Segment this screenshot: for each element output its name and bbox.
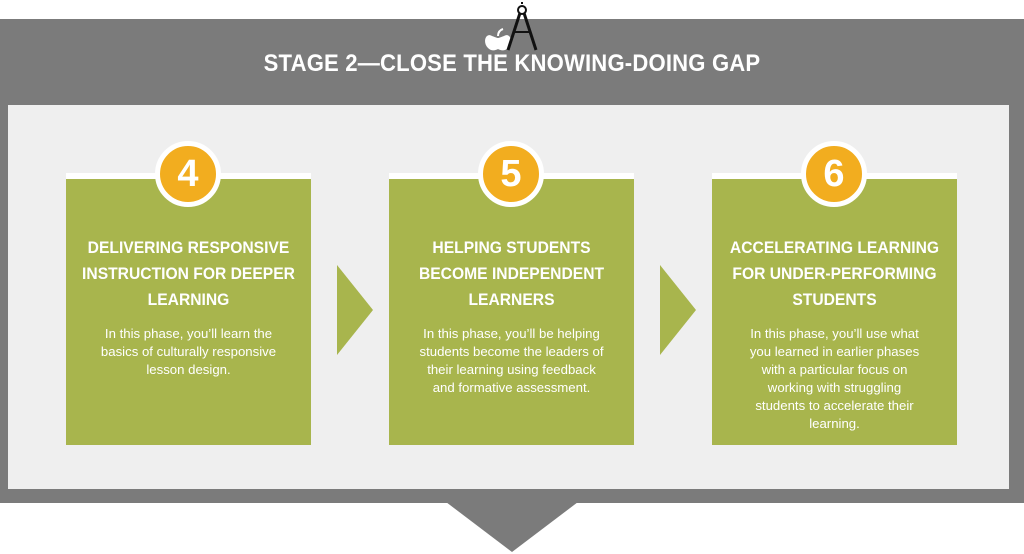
phase-number-badge: 4 — [155, 141, 221, 207]
phase-title: ACCELERATING LEARNING FOR UNDER-PERFORMI… — [729, 238, 940, 309]
phase-card-5: HELPING STUDENTS BECOME INDEPENDENT LEAR… — [389, 173, 634, 445]
phase-card-6: ACCELERATING LEARNING FOR UNDER-PERFORMI… — [712, 173, 957, 445]
phase-number-badge: 5 — [478, 141, 544, 207]
phase-number-badge: 6 — [801, 141, 867, 207]
phase-description: In this phase, you’ll be helping student… — [419, 326, 604, 395]
stage-title: STAGE 2—CLOSE THE KNOWING-DOING GAP — [263, 50, 761, 77]
phase-title: DELIVERING RESPONSIVE INSTRUCTION FOR DE… — [82, 238, 295, 309]
phase-card-4: DELIVERING RESPONSIVE INSTRUCTION FOR DE… — [66, 173, 311, 445]
phase-title: HELPING STUDENTS BECOME INDEPENDENT LEAR… — [418, 238, 605, 309]
phase-description: In this phase, you’ll learn the basics o… — [100, 326, 277, 377]
apple-compass-icon — [485, 2, 538, 51]
phase-description: In this phase, you’ll use what you learn… — [749, 326, 920, 431]
chevron-right-icon — [337, 265, 373, 355]
triangle-down-icon — [446, 502, 578, 552]
chevron-right-icon — [660, 265, 696, 355]
